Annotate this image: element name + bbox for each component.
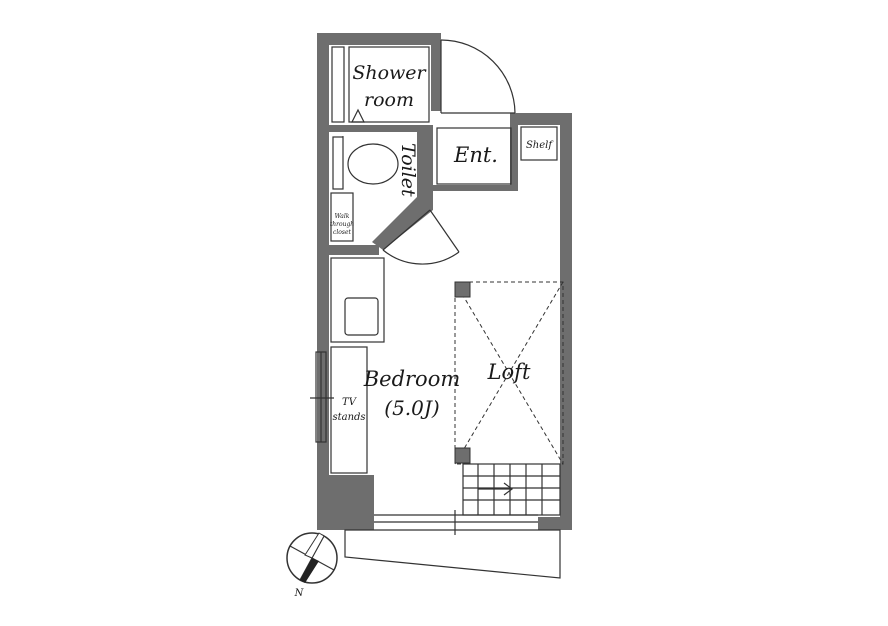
bedroom-size-label: (5.0J)	[384, 396, 439, 420]
loft-label: Loft	[487, 360, 531, 384]
balcony	[344, 510, 561, 579]
north-label: N	[294, 588, 305, 599]
walk-through-closet: Walk through closet	[330, 192, 354, 242]
shower-room: Shower room	[331, 46, 430, 123]
toilet-label: Toilet	[397, 143, 419, 197]
closet-label-2: through	[330, 221, 354, 228]
toilet-bowl-icon	[347, 143, 399, 185]
closet-label-1: Walk	[335, 213, 350, 220]
loft: Loft	[454, 281, 564, 465]
loft-column-top	[454, 281, 471, 298]
loft-ladder	[462, 463, 561, 516]
shelf-label: Shelf	[526, 140, 554, 151]
kitchen-counter	[330, 257, 385, 343]
entrance-label: Ent.	[453, 143, 498, 167]
shower-room-label-2: room	[364, 89, 414, 111]
sink-icon	[344, 297, 379, 336]
north-compass-icon: N	[286, 532, 338, 599]
closet-label-3: closet	[333, 229, 352, 236]
shower-room-label: Shower	[352, 62, 427, 84]
tv-stands-label-2: stands	[332, 412, 365, 423]
bedroom: Bedroom (5.0J)	[363, 367, 461, 420]
toilet-door	[382, 209, 460, 265]
toilet-room: Toilet	[332, 136, 419, 197]
tv-stands: TV stands	[310, 346, 368, 474]
stairs-arrow-icon	[478, 482, 513, 496]
bedroom-label: Bedroom	[363, 367, 461, 391]
loft-column-bottom	[454, 447, 471, 464]
tv-stands-label-1: TV	[342, 397, 358, 408]
entrance: Ent.	[436, 127, 512, 185]
entrance-door	[440, 39, 516, 114]
shelf: Shelf	[520, 126, 558, 161]
